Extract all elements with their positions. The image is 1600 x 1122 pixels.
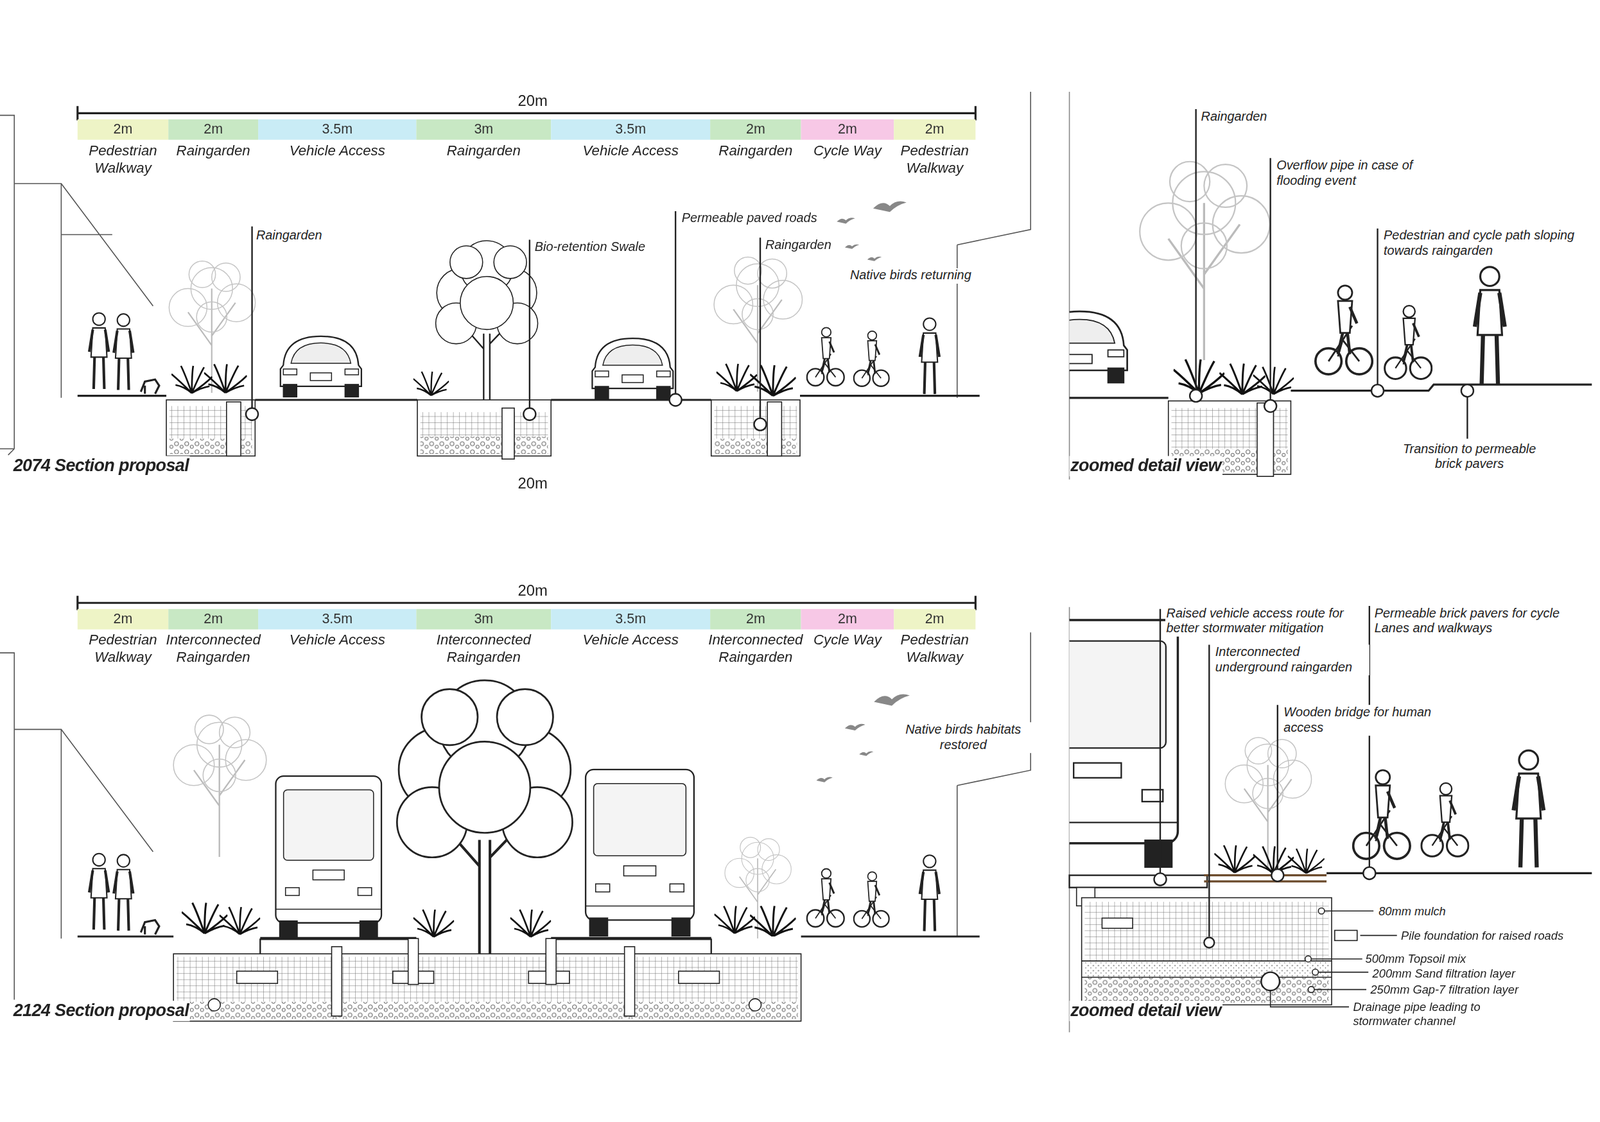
annotation-label: Raingarden <box>1200 109 1269 125</box>
cross-section-band: 2mPedestrian Walkway <box>77 119 169 140</box>
zone-name: Raingarden <box>156 141 271 160</box>
cross-section-band: 2mPedestrian Walkway <box>893 609 976 630</box>
zone-name: Vehicle Access <box>258 631 417 650</box>
dimension-text: 2m <box>168 609 259 630</box>
section-title: zoomed detail view <box>1069 1000 1223 1022</box>
dimension-text: 2m <box>710 119 801 140</box>
section-title: zoomed detail view <box>1069 455 1223 477</box>
cross-section-band: 2mCycle Way <box>801 119 895 140</box>
zone-name: Pedestrian Walkway <box>66 631 181 667</box>
cross-section-band: 3.5mVehicle Access <box>550 609 711 630</box>
dimension-text: 2m <box>710 609 801 630</box>
annotation-label: Interconnected underground raingarden <box>1214 644 1370 676</box>
cross-section-band: 3.5mVehicle Access <box>258 609 417 630</box>
dimension-label: 20m <box>486 474 580 494</box>
section-title: 2124 Section proposal <box>12 1000 191 1022</box>
annotation-label: Native birds habitats restored <box>893 722 1033 754</box>
dimension-text: 3.5m <box>258 119 417 140</box>
dimension-text: 3m <box>416 609 551 630</box>
section-title: 2074 Section proposal <box>12 455 191 477</box>
zone-name: Interconnected Raingarden <box>416 631 551 667</box>
annotation-label: 500mm Topsoil mix <box>1364 952 1468 967</box>
cross-section-band: 2mInterconnected Raingarden <box>710 609 801 630</box>
cross-section-band: 2mPedestrian Walkway <box>77 609 169 630</box>
dimension-text: 2m <box>801 119 895 140</box>
zone-name: Cycle Way <box>790 631 905 650</box>
cross-section-band: 3.5mVehicle Access <box>550 119 711 140</box>
dimension-text: 2m <box>168 119 259 140</box>
dimension-text: 3.5m <box>550 609 711 630</box>
cross-section-band: 3mRaingarden <box>416 119 551 140</box>
cross-section-band: 2mRaingarden <box>168 119 259 140</box>
cross-section-band: 3.5mVehicle Access <box>258 119 417 140</box>
zone-name: Pedestrian Walkway <box>877 141 992 177</box>
annotation-label: Raingarden <box>764 237 833 253</box>
annotation-label: 200mm Sand filtration layer <box>1371 966 1517 981</box>
dimension-text: 2m <box>77 609 169 630</box>
zone-name: Vehicle Access <box>258 141 417 160</box>
annotation-label: Raised vehicle access route for better s… <box>1165 606 1362 637</box>
annotation-label: Transition to permeable brick pavers <box>1392 441 1546 473</box>
cross-section-band: 2mPedestrian Walkway <box>893 119 976 140</box>
annotation-label: Permeable paved roads <box>680 211 818 227</box>
annotation-label: 80mm mulch <box>1377 904 1448 919</box>
dimension-text: 2m <box>801 609 895 630</box>
zone-name: Pedestrian Walkway <box>66 141 181 177</box>
cross-section-band: 3mInterconnected Raingarden <box>416 609 551 630</box>
dimension-text: 2m <box>893 609 976 630</box>
zone-name: Raingarden <box>698 141 813 160</box>
annotation-label: Drainage pipe leading to stormwater chan… <box>1352 1000 1531 1030</box>
dimension-label: 20m <box>486 91 580 111</box>
cross-section-band: 2mInterconnected Raingarden <box>168 609 259 630</box>
annotation-label: Native birds returning <box>848 268 973 284</box>
zone-name: Interconnected Raingarden <box>698 631 813 667</box>
dimension-text: 3.5m <box>258 609 417 630</box>
annotation-label: Bio-retention Swale <box>533 239 646 255</box>
zone-name: Interconnected Raingarden <box>156 631 271 667</box>
dimension-text: 2m <box>77 119 169 140</box>
cross-section-band: 2mCycle Way <box>801 609 895 630</box>
annotation-label: Pedestrian and cycle path sloping toward… <box>1382 228 1584 260</box>
annotation-label: Overflow pipe in case of flooding event <box>1275 157 1432 189</box>
dimension-text: 3.5m <box>550 119 711 140</box>
zone-name: Cycle Way <box>790 141 905 160</box>
zone-name: Vehicle Access <box>550 631 711 650</box>
zone-name: Pedestrian Walkway <box>877 631 992 667</box>
annotation-label: Raingarden <box>254 228 323 244</box>
annotation-label: Wooden bridge for human access <box>1282 704 1439 736</box>
annotation-label: Permeable brick pavers for cycle Lanes a… <box>1373 606 1592 637</box>
cross-section-band: 2mRaingarden <box>710 119 801 140</box>
zone-name: Vehicle Access <box>550 141 711 160</box>
dimension-text: 2m <box>893 119 976 140</box>
dimension-label: 20m <box>486 581 580 601</box>
annotation-label: Pile foundation for raised roads <box>1400 928 1565 943</box>
annotation-label: 250mm Gap-7 filtration layer <box>1369 982 1520 997</box>
dimension-text: 3m <box>416 119 551 140</box>
zone-name: Raingarden <box>416 141 551 160</box>
